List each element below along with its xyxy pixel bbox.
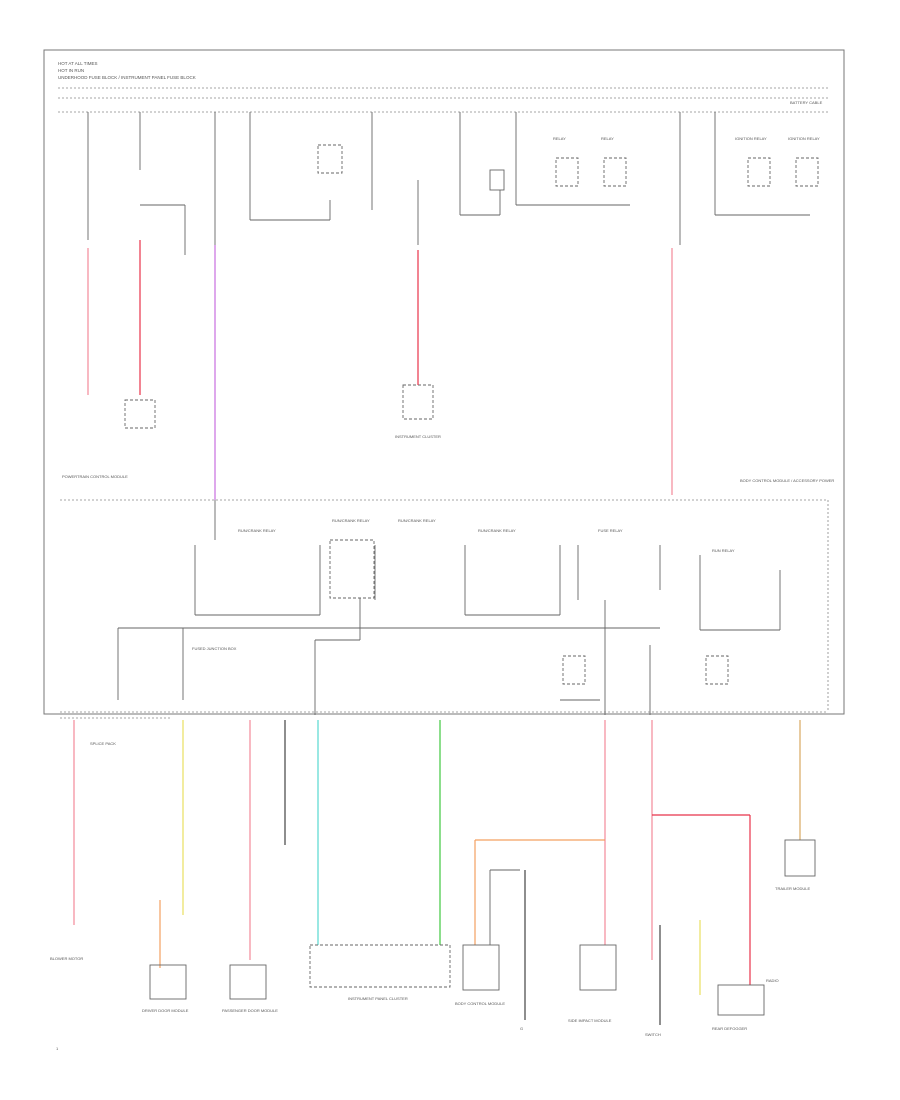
middle-relay-structure (117, 539, 781, 715)
bottom-module-label: TRAILER MODULE (775, 886, 810, 891)
relay-label-ind2: RELAY (601, 136, 614, 141)
header-line-2: HOT IN RUN (58, 68, 84, 73)
relay-label-main2: RUN/CRANK RELAY (332, 518, 370, 523)
bottom-module-label: DRIVER DOOR MODULE (142, 1008, 189, 1013)
upper-wires (87, 240, 673, 500)
relay-label-run: RUN RELAY (712, 548, 735, 553)
top-relay-boxes (317, 144, 819, 191)
header-line-1: HOT AT ALL TIMES (58, 61, 98, 66)
ground-label: G (520, 1026, 523, 1031)
fused-junction-label: FUSED JUNCTION BOX (192, 646, 237, 651)
bottom-module-label: INSTRUMENT PANEL CLUSTER (348, 996, 408, 1001)
lower-module-boxes (149, 839, 816, 1016)
bottom-module-label: BODY CONTROL MODULE (455, 1001, 505, 1006)
bottom-module-label: RADIO (766, 978, 779, 983)
relay-label-ind3: IGNITION RELAY (735, 136, 767, 141)
splice-pack-label: SPLICE PACK (90, 741, 116, 746)
relay-label-main4: RUN/CRANK RELAY (478, 528, 516, 533)
page-number: 1 (56, 1046, 59, 1051)
bottom-module-label: SIDE IMPACT MODULE (568, 1018, 612, 1023)
diagram-border (43, 49, 845, 715)
lower-wires (73, 720, 801, 1025)
top-fuse-drops (87, 112, 810, 540)
relay-label-main1: RUN/CRANK RELAY (238, 528, 276, 533)
header-right-note: BATTERY CABLE (790, 100, 823, 105)
bottom-module-label: BLOWER MOTOR (50, 956, 83, 961)
mid-block-label: INSTRUMENT CLUSTER (395, 434, 441, 439)
relay-label-ind4: IGNITION RELAY (788, 136, 820, 141)
relay-label-fuse: FUSE RELAY (598, 528, 623, 533)
bottom-module-label: SWITCH (645, 1032, 661, 1037)
bottom-module-label: REAR DEFOGGER (712, 1026, 747, 1031)
bottom-module-label: PASSENGER DOOR MODULE (222, 1008, 278, 1013)
relay-label-ind1: RELAY (553, 136, 566, 141)
left-block-label: POWERTRAIN CONTROL MODULE (62, 474, 128, 479)
right-block-label: BODY CONTROL MODULE / ACCESSORY POWER (740, 478, 834, 483)
relay-label-main3: RUN/CRANK RELAY (398, 518, 436, 523)
connector-boxes (124, 384, 434, 429)
header-line-3: UNDERHOOD FUSE BLOCK / INSTRUMENT PANEL … (58, 75, 196, 80)
